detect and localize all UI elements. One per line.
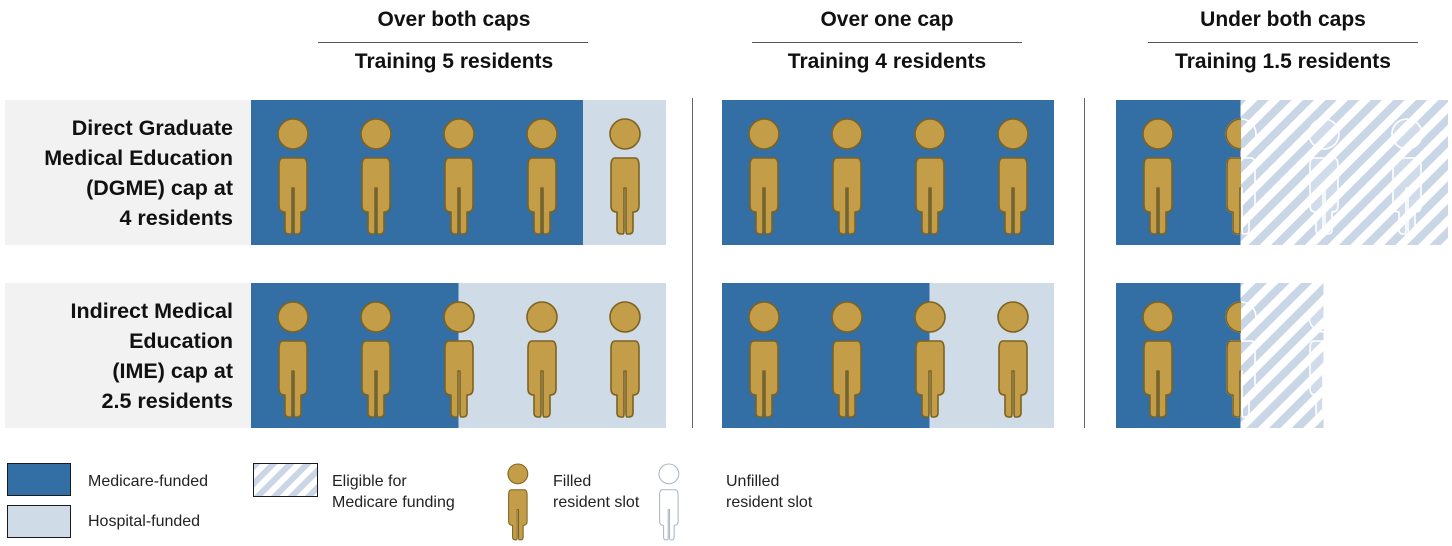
- eligible-funding-area: [1240, 100, 1448, 245]
- person-filled-icon: [443, 301, 475, 418]
- person-half-filled-icon: [1225, 301, 1257, 418]
- row-label-line: 4 residents: [119, 205, 233, 230]
- column-subtitle-under-both: Training 1.5 residents: [1175, 50, 1391, 73]
- person-filled-icon: [360, 118, 392, 235]
- person-outline-icon: [1308, 301, 1340, 418]
- person-filled-icon: [997, 118, 1029, 235]
- column-rule: [752, 42, 1022, 43]
- legend-swatch-medicare: [7, 463, 71, 496]
- row-label-dgme: Direct Graduate Medical Education (DGME)…: [5, 100, 251, 245]
- column-subtitle-over-both: Training 5 residents: [354, 50, 554, 73]
- person-filled-icon: [914, 118, 946, 235]
- column-title-under-both: Under both caps: [1200, 8, 1366, 31]
- legend-line: Unfilled: [726, 473, 780, 490]
- column-title-over-one: Over one cap: [820, 8, 954, 31]
- funding-panel: [251, 100, 666, 245]
- person-outline-icon: [658, 463, 680, 541]
- row-label-line: Education: [129, 328, 233, 353]
- column-divider: [1084, 98, 1085, 428]
- person-filled-icon: [609, 118, 641, 235]
- legend-line: resident slot: [726, 494, 813, 511]
- person-filled-icon: [526, 118, 558, 235]
- row-label-line: Direct Graduate: [71, 115, 233, 140]
- person-filled-icon: [1142, 118, 1174, 235]
- person-filled-icon: [997, 301, 1029, 418]
- column-rule: [318, 42, 588, 43]
- legend-line: resident slot: [553, 494, 640, 511]
- legend-label-unfilled: Unfilled resident slot: [726, 471, 812, 513]
- hospital-funded-area: [929, 283, 1054, 428]
- funding-panel: [722, 283, 1054, 428]
- row-label-line: 2.5 residents: [101, 388, 233, 413]
- column-subtitle-over-one: Training 4 residents: [787, 50, 987, 73]
- medicare-funded-area: [1116, 100, 1241, 245]
- person-filled-icon: [831, 301, 863, 418]
- funding-panel: [1116, 100, 1448, 245]
- legend-label-hospital: Hospital-funded: [88, 513, 201, 530]
- person-filled-icon: [443, 118, 475, 235]
- person-outline-icon: [1308, 118, 1340, 235]
- person-filled-icon: [277, 301, 309, 418]
- legend-label-filled: Filled resident slot: [553, 471, 639, 513]
- column-rule: [1148, 42, 1418, 43]
- person-outline-icon: [1391, 118, 1423, 235]
- legend-line: Medicare funding: [332, 494, 455, 511]
- person-filled-icon: [914, 301, 946, 418]
- funding-panel: [722, 100, 1054, 245]
- legend-swatch-hospital: [7, 505, 71, 538]
- funding-panel: [1116, 283, 1340, 428]
- legend-line: Eligible for: [332, 473, 407, 490]
- column-title-over-both: Over both caps: [377, 8, 531, 31]
- person-filled-icon: [609, 301, 641, 418]
- person-filled-icon: [748, 118, 780, 235]
- row-label-ime: Indirect Medical Education (IME) cap at …: [5, 283, 251, 428]
- legend-swatch-eligible: [253, 463, 318, 497]
- legend-line: Filled: [553, 473, 592, 490]
- person-filled-icon: [526, 301, 558, 418]
- row-label-line: Indirect Medical: [70, 298, 234, 323]
- column-divider: [692, 98, 693, 428]
- row-label-line: Medical Education: [44, 145, 233, 170]
- person-half-filled-icon: [1225, 118, 1257, 235]
- person-filled-icon: [507, 463, 529, 541]
- medicare-funded-area: [1116, 283, 1241, 428]
- row-label-line: (DGME) cap at: [86, 175, 233, 200]
- person-filled-icon: [1142, 301, 1174, 418]
- person-filled-icon: [831, 118, 863, 235]
- person-filled-icon: [360, 301, 392, 418]
- legend-label-medicare: Medicare-funded: [88, 473, 209, 490]
- person-filled-icon: [748, 301, 780, 418]
- legend-label-eligible: Eligible for Medicare funding: [332, 471, 455, 513]
- row-label-line: (IME) cap at: [112, 358, 233, 383]
- funding-panel: [251, 283, 666, 428]
- person-filled-icon: [277, 118, 309, 235]
